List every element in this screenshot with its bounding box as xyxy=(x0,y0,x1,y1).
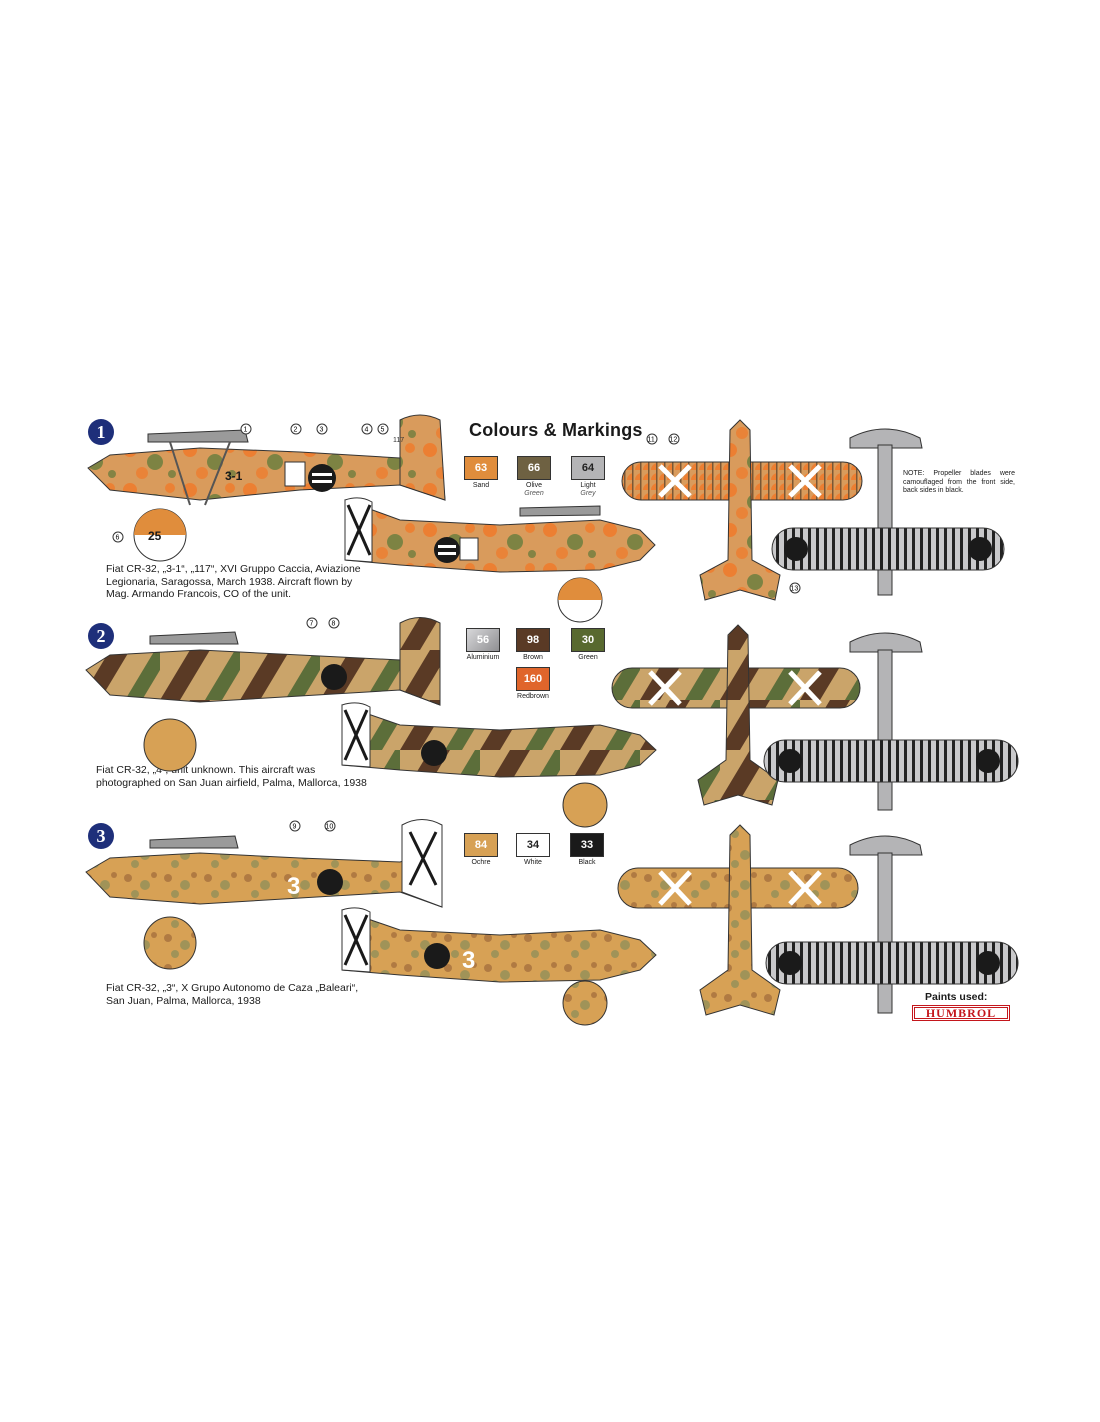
svg-text:1: 1 xyxy=(244,427,248,434)
scheme-1-side-view-left: 25 3-1 117 xyxy=(87,414,446,562)
scheme-1-badge: 1 xyxy=(88,419,114,445)
callout-10: 10 xyxy=(324,820,336,832)
paint-swatch-66: 66 Olive Green xyxy=(514,456,554,498)
svg-text:8: 8 xyxy=(332,621,336,628)
wheel-code-1: 25 xyxy=(148,529,162,543)
svg-text:5: 5 xyxy=(381,427,385,434)
paint-chip: 64 xyxy=(571,456,605,480)
paints-used-label: Paints used: xyxy=(925,991,988,1003)
callout-5: 5 xyxy=(377,423,389,435)
callout-4: 4 xyxy=(361,423,373,435)
svg-text:10: 10 xyxy=(326,824,334,831)
svg-text:12: 12 xyxy=(670,437,678,444)
callout-3: 3 xyxy=(316,423,328,435)
paint-swatch-64: 64 Light Grey xyxy=(568,456,608,498)
paint-swatch-34: 34 White xyxy=(513,833,553,867)
scheme-1-side-view-right xyxy=(344,497,656,623)
paint-name: Light xyxy=(580,482,596,489)
scheme-1-bottom-view xyxy=(771,428,1005,596)
paint-swatch-98: 98 Brown xyxy=(513,628,553,662)
scheme-3-top-view xyxy=(617,824,859,1016)
paint-name: Redbrown xyxy=(517,693,549,700)
callout-markers: 1 2 3 4 5 6 7 8 9 10 11 12 13 xyxy=(112,423,801,832)
callout-2: 2 xyxy=(290,423,302,435)
scheme-1-caption: Fiat CR-32, „3-1“, „117“, XVI Gruppo Cac… xyxy=(106,563,361,600)
paint-chip: 34 xyxy=(516,833,550,857)
scheme-2-bottom-view xyxy=(763,632,1019,811)
paint-swatch-33: 33 Black xyxy=(567,833,607,867)
paint-chip: 33 xyxy=(570,833,604,857)
paint-name: Sand xyxy=(472,482,490,489)
paint-chip: 56 xyxy=(466,628,500,652)
paint-name: Black xyxy=(578,859,596,866)
callout-6: 6 xyxy=(112,531,124,543)
paint-name: Aluminium xyxy=(466,654,500,661)
scheme-3-side-view-right: 3 xyxy=(341,907,657,1026)
scheme-3-caption: Fiat CR-32, „3“, X Grupo Autonomo de Caz… xyxy=(106,982,359,1007)
scheme-1-top-view xyxy=(621,419,863,601)
paint-swatch-160: 160 Redbrown xyxy=(513,667,553,701)
paint-name: Ochre xyxy=(471,859,491,866)
scheme-2-caption: Fiat CR-32, „4“, unit unknown. This airc… xyxy=(96,764,367,789)
paint-chip: 30 xyxy=(571,628,605,652)
scheme-2-side-view-left xyxy=(85,617,441,772)
paint-chip: 66 xyxy=(517,456,551,480)
scheme-2-side-view-right xyxy=(341,702,657,828)
humbrol-logo: HUMBROL xyxy=(912,1005,1010,1021)
paint-name-sub: Green xyxy=(524,490,544,497)
fuselage-code-3-right: 3 xyxy=(462,947,475,974)
fuselage-code-1: 3-1 xyxy=(225,469,243,483)
svg-text:3: 3 xyxy=(320,427,324,434)
tail-code-1: 117 xyxy=(393,437,404,444)
paint-chip: 160 xyxy=(516,667,550,691)
scheme-3-bottom-view xyxy=(765,835,1019,1014)
svg-text:2: 2 xyxy=(294,427,298,434)
svg-text:9: 9 xyxy=(293,824,297,831)
svg-text:4: 4 xyxy=(365,427,369,434)
propeller-note: NOTE: Propeller blades were camouflaged … xyxy=(903,470,1015,494)
fuselage-code-3-left: 3 xyxy=(287,873,300,900)
page-title: Colours & Markings xyxy=(469,420,643,440)
callout-12: 12 xyxy=(668,433,680,445)
paint-name: Green xyxy=(578,654,598,661)
svg-text:6: 6 xyxy=(116,535,120,542)
paint-swatch-84: 84 Ochre xyxy=(461,833,501,867)
callout-1: 1 xyxy=(240,423,252,435)
scheme-2-top-view xyxy=(611,624,861,806)
svg-text:7: 7 xyxy=(310,621,314,628)
paint-name: Olive xyxy=(526,482,542,489)
callout-8: 8 xyxy=(328,617,340,629)
callout-13: 13 xyxy=(789,582,801,594)
callout-11: 11 xyxy=(646,433,658,445)
callout-9: 9 xyxy=(289,820,301,832)
paint-chip: 84 xyxy=(464,833,498,857)
paint-swatch-56: 56 Aluminium xyxy=(463,628,503,662)
paint-chip: 63 xyxy=(464,456,498,480)
paint-name: White xyxy=(524,859,542,866)
svg-text:13: 13 xyxy=(791,586,799,593)
scheme-3-side-view-left: 3 xyxy=(85,819,443,970)
paint-swatch-63: 63 Sand xyxy=(461,456,501,490)
callout-7: 7 xyxy=(306,617,318,629)
paint-chip: 98 xyxy=(516,628,550,652)
svg-text:11: 11 xyxy=(648,437,655,444)
paint-name-sub: Grey xyxy=(580,490,596,497)
paint-name: Brown xyxy=(523,654,543,661)
paint-swatch-30: 30 Green xyxy=(568,628,608,662)
scheme-2-badge: 2 xyxy=(88,623,114,649)
scheme-3-badge: 3 xyxy=(88,823,114,849)
